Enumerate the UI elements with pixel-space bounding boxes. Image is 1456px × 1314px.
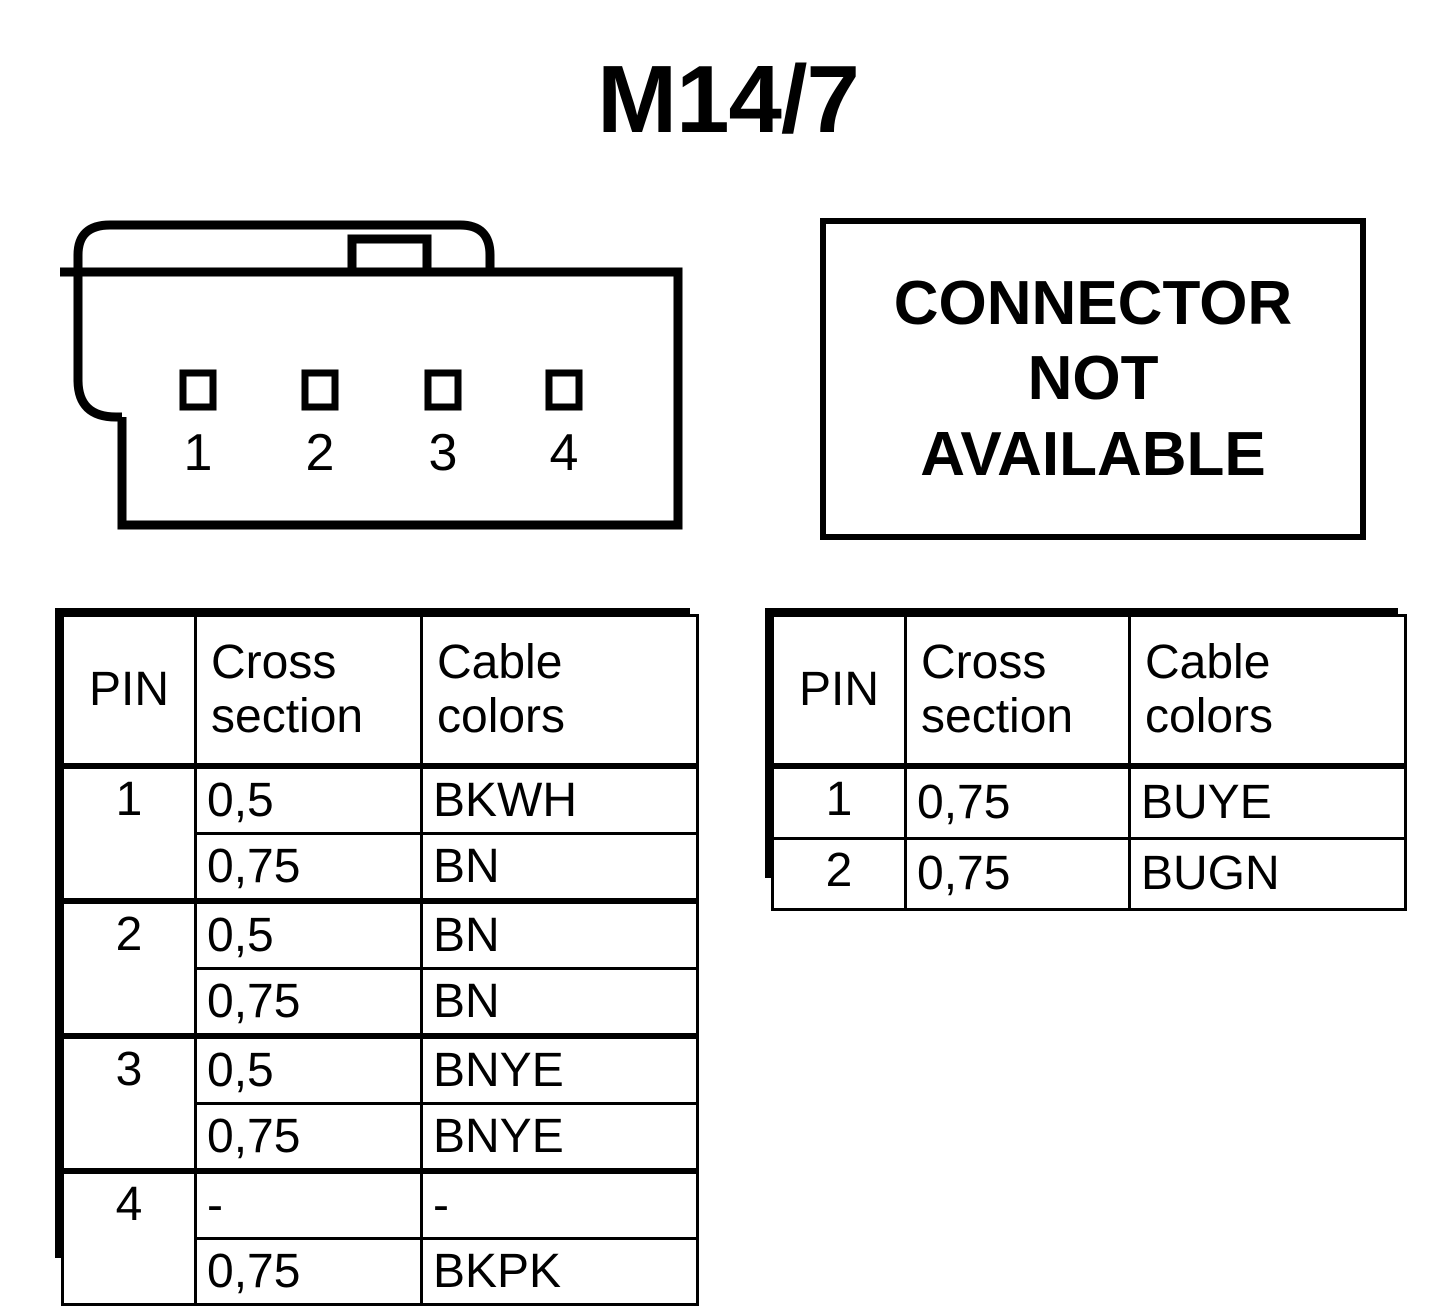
connector-outline-svg: 1 2 3 4	[60, 220, 683, 530]
cell-cross-section: 0,75	[904, 837, 1131, 911]
cell-cable-color: -	[420, 1168, 699, 1240]
keying-notch	[347, 234, 432, 272]
cell-pin: 4	[61, 1168, 197, 1306]
cell-pin: 1	[61, 763, 197, 903]
header-cross-section: Cross section	[194, 614, 423, 769]
cell-cross-section: 0,5	[194, 898, 423, 970]
table-row: 2 0,5 BN	[61, 898, 699, 1038]
not-available-line-2: NOT	[1027, 344, 1159, 414]
header-cross-section: Cross section	[904, 614, 1131, 769]
table-row: 1 0,75 BUYE	[771, 764, 1407, 840]
latch-tab-lower-curve	[73, 305, 122, 422]
cell-cable-color: BKWH	[420, 763, 699, 835]
pin-cavity-2	[301, 369, 339, 411]
pin-table-left-grid: PIN Cross section Cable colors 1 0,5 BKW…	[61, 614, 699, 1306]
cell-cross-section: 0,75	[904, 764, 1131, 840]
cell-cable-color: BUGN	[1128, 837, 1407, 911]
pin-label-1: 1	[184, 424, 213, 482]
table-row: 0,75 BN	[63, 967, 699, 1038]
header-colors-line1: Cable	[437, 636, 563, 690]
table-row: 2 0,75 BUGN	[771, 837, 1407, 911]
table-header-row: PIN Cross section Cable colors	[61, 614, 699, 769]
header-cross-line2: section	[921, 690, 1074, 743]
pin-table-right-grid: PIN Cross section Cable colors 1 0,75 BU…	[771, 614, 1407, 911]
cell-cable-color: BN	[420, 832, 699, 903]
connector-not-available-box: CONNECTOR NOT AVAILABLE	[820, 218, 1366, 540]
pin-label-4: 4	[550, 424, 579, 482]
header-cable-colors: Cable colors	[1128, 614, 1407, 769]
pin-table-left-body: 1 0,5 BKWH 0,75 BN 2 0,5 BN 0,75 BN 3 0,…	[61, 763, 699, 1306]
not-available-line-1: CONNECTOR	[893, 268, 1293, 338]
cell-cable-color: BN	[420, 898, 699, 970]
cell-cross-section: 0,75	[194, 1102, 423, 1173]
pin-table-right-body: 1 0,75 BUYE 2 0,75 BUGN	[771, 764, 1407, 911]
cell-cable-color: BNYE	[420, 1033, 699, 1105]
table-row: 3 0,5 BNYE	[61, 1033, 699, 1173]
table-header-row: PIN Cross section Cable colors	[771, 614, 1407, 769]
pin-label-2: 2	[306, 424, 335, 482]
cell-cross-section: 0,5	[194, 1033, 423, 1105]
pin-table-left-header: PIN Cross section Cable colors	[61, 614, 699, 769]
cell-pin: 3	[61, 1033, 197, 1173]
cell-cable-color: BKPK	[420, 1237, 699, 1306]
cell-cross-section: 0,75	[194, 967, 423, 1038]
header-pin: PIN	[771, 614, 907, 769]
pin-table-left: PIN Cross section Cable colors 1 0,5 BKW…	[55, 608, 699, 1306]
cell-pin: 1	[771, 764, 907, 840]
header-colors-line2: colors	[1145, 690, 1274, 743]
table-row: 1 0,5 BKWH	[61, 763, 699, 903]
header-cross-line2: section	[211, 690, 364, 743]
cell-cross-section: 0,75	[194, 832, 423, 903]
cell-cross-section: 0,75	[194, 1237, 423, 1306]
header-colors-line1: Cable	[1145, 636, 1271, 690]
cell-cable-color: BN	[420, 967, 699, 1038]
cell-cross-section: 0,5	[194, 763, 423, 835]
pin-table-right-header: PIN Cross section Cable colors	[771, 614, 1407, 769]
table-row: 0,75 BKPK	[63, 1237, 699, 1306]
table-row: 0,75 BN	[63, 832, 699, 903]
table-row: 4 - -	[61, 1168, 699, 1306]
header-cable-colors: Cable colors	[420, 614, 699, 769]
cell-cross-section: -	[194, 1168, 423, 1240]
pin-table-right: PIN Cross section Cable colors 1 0,75 BU…	[765, 608, 1407, 911]
pin-cavity-4	[545, 369, 583, 411]
header-pin: PIN	[61, 614, 197, 769]
header-cross-line1: Cross	[211, 636, 337, 690]
not-available-line-3: AVAILABLE	[920, 419, 1266, 489]
latch-tab-outline	[73, 220, 495, 305]
page-title: M14/7	[597, 46, 860, 153]
header-cross-line1: Cross	[921, 636, 1047, 690]
header-colors-line2: colors	[437, 690, 566, 743]
cell-pin: 2	[61, 898, 197, 1038]
cell-pin: 2	[771, 837, 907, 911]
pin-cavity-1	[179, 369, 217, 411]
pin-cavity-3	[424, 369, 462, 411]
pin-label-3: 3	[429, 424, 458, 482]
connector-diagram: 1 2 3 4	[60, 205, 700, 545]
connector-body-outline	[78, 267, 683, 530]
cell-cable-color: BUYE	[1128, 764, 1407, 840]
cell-cable-color: BNYE	[420, 1102, 699, 1173]
table-row: 0,75 BNYE	[63, 1102, 699, 1173]
